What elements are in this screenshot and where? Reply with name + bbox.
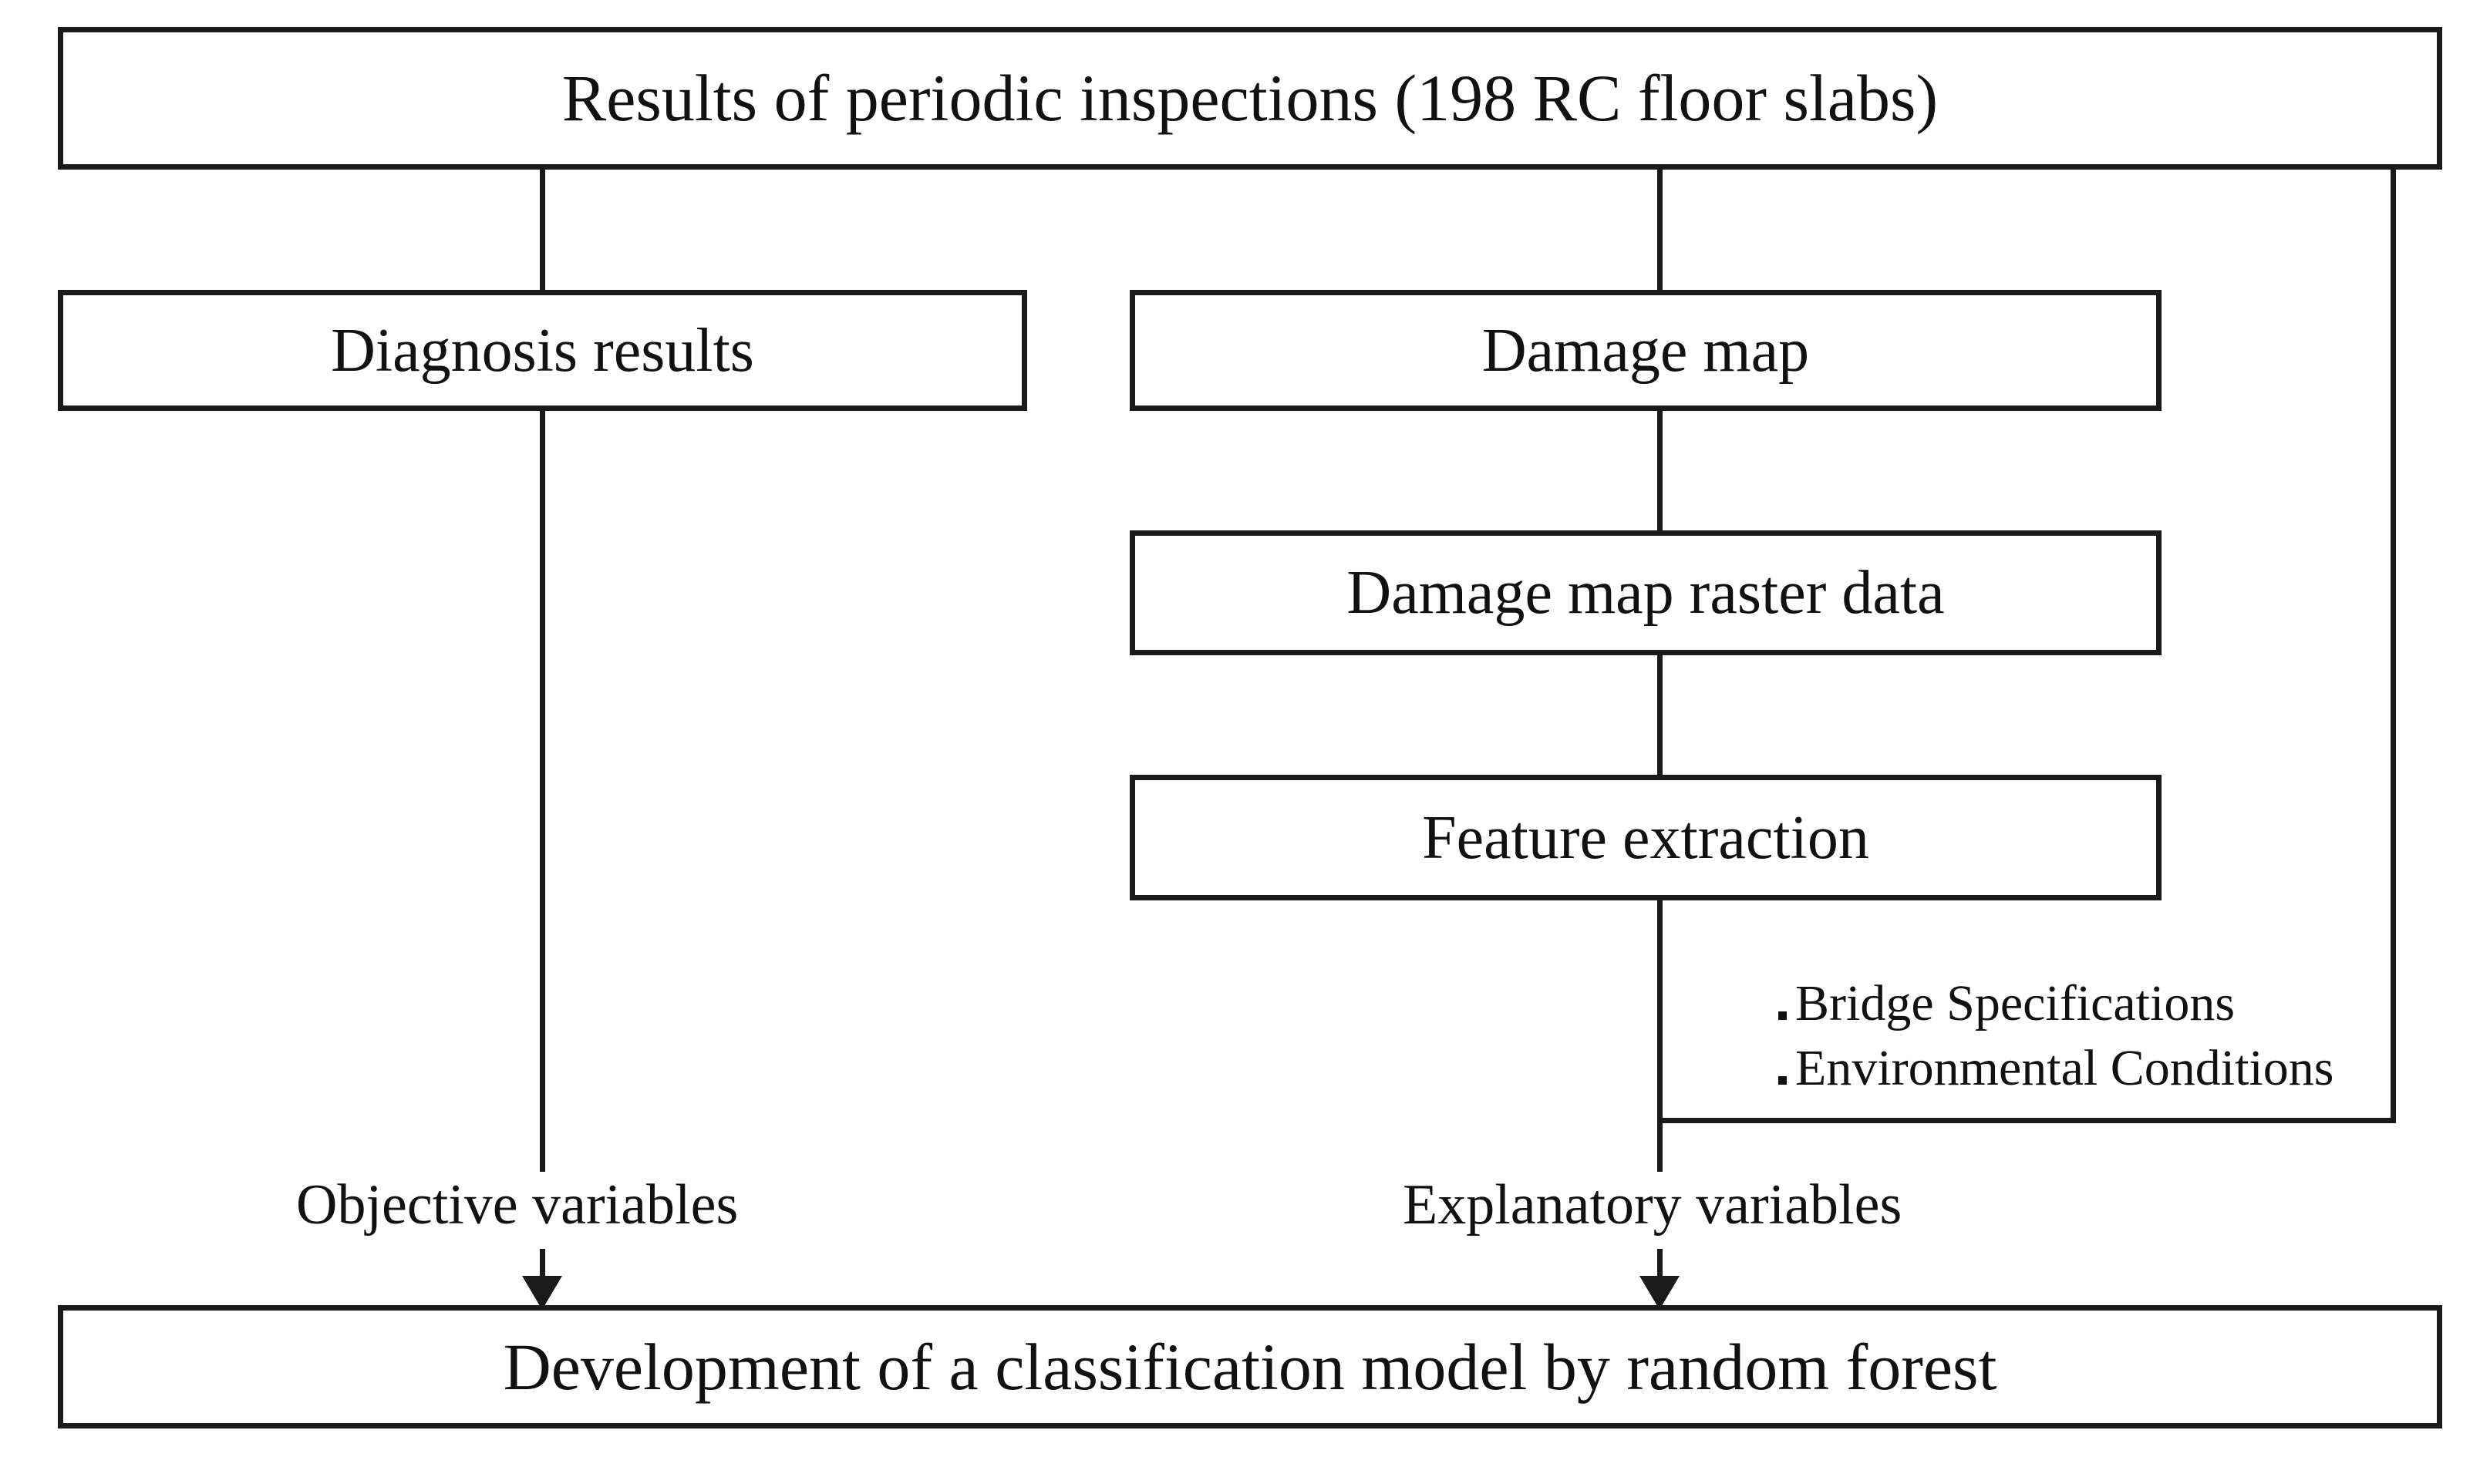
node-periodic-inspections-label: Results of periodic inspections (198 RC … — [561, 61, 1939, 136]
connector-feature-to-explanatory — [1657, 895, 1663, 1180]
node-periodic-inspections[interactable]: Results of periodic inspections (198 RC … — [58, 27, 2442, 170]
arrow-objective-shaft — [540, 1249, 545, 1292]
node-diagnosis-results[interactable]: Diagnosis results — [58, 290, 1027, 411]
arrow-down-icon — [1639, 1276, 1680, 1310]
edge-label-objective-variables: Objective variables — [285, 1172, 750, 1238]
list-item: Bridge Specifications — [1778, 971, 2333, 1036]
node-diagnosis-results-label: Diagnosis results — [331, 316, 754, 385]
node-damage-map[interactable]: Damage map — [1130, 290, 2162, 411]
connector-right-to-center-horizontal — [1657, 1118, 2396, 1123]
square-bullet-icon — [1778, 1011, 1787, 1020]
node-feature-extraction-label: Feature extraction — [1422, 803, 1869, 872]
node-model-development-label: Development of a classification model by… — [503, 1329, 1997, 1404]
node-damage-map-raster-data[interactable]: Damage map raster data — [1130, 530, 2162, 655]
arrow-down-icon — [522, 1276, 562, 1310]
node-model-development[interactable]: Development of a classification model by… — [58, 1305, 2442, 1428]
square-bullet-icon — [1778, 1076, 1787, 1085]
list-item-label: Environmental Conditions — [1795, 1040, 2334, 1097]
connector-top-to-damage-map — [1657, 164, 1663, 295]
connector-top-right-vertical — [2391, 164, 2396, 1123]
connector-damage-map-to-raster — [1657, 406, 1663, 536]
node-damage-map-raster-data-label: Damage map raster data — [1346, 559, 1945, 627]
node-damage-map-label: Damage map — [1481, 316, 1810, 385]
edge-label-explanatory-variables: Explanatory variables — [1392, 1172, 1913, 1238]
list-item: Environmental Conditions — [1778, 1036, 2333, 1101]
list-item-label: Bridge Specifications — [1795, 975, 2236, 1031]
node-feature-extraction[interactable]: Feature extraction — [1130, 775, 2162, 900]
connector-top-to-diagnosis — [540, 164, 545, 295]
arrow-explanatory-shaft — [1657, 1249, 1663, 1292]
connector-diagnosis-to-objective — [540, 406, 545, 1177]
additional-variables-list: Bridge Specifications Environmental Cond… — [1774, 970, 2339, 1103]
connector-raster-to-feature — [1657, 650, 1663, 780]
